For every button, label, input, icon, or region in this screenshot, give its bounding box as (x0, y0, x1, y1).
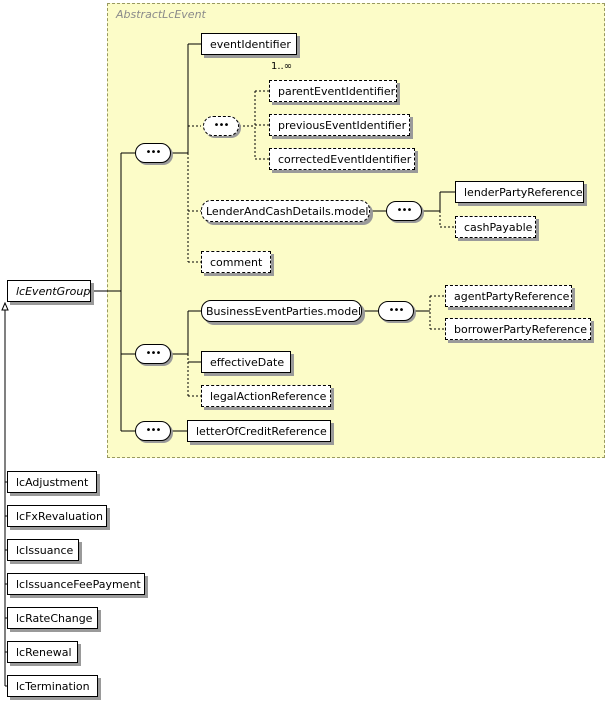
comment-node[interactable]: comment (201, 251, 271, 273)
effective-date-label: effectiveDate (210, 355, 285, 369)
subtype-label: lcAdjustment (16, 475, 89, 489)
subtype-label: lcRateChange (16, 611, 93, 625)
sequence-2-icon: ••• (145, 348, 161, 359)
sequence-compositor-3[interactable]: ••• (135, 421, 171, 441)
subtype-label: lcIssuanceFeePayment (16, 577, 141, 591)
business-event-parties-model-label: BusinessEventParties.model (206, 304, 362, 318)
subtype-lc-termination[interactable]: lcTermination (7, 675, 98, 697)
subtype-lc-fx-revaluation[interactable]: lcFxRevaluation (7, 505, 107, 527)
sequence-1-icon: ••• (145, 147, 161, 158)
sequence-parties-icon: ••• (388, 305, 404, 316)
subtype-lc-adjustment[interactable]: lcAdjustment (7, 471, 97, 493)
subtype-lc-issuance-fee-payment[interactable]: lcIssuanceFeePayment (7, 573, 145, 595)
subtype-label: lcIssuance (16, 543, 74, 557)
agent-party-reference-node[interactable]: agentPartyReference (445, 285, 572, 307)
corrected-event-identifier-node[interactable]: correctedEventIdentifier (269, 148, 415, 170)
cash-payable-node[interactable]: cashPayable (455, 216, 536, 238)
parent-event-identifier-label: parentEventIdentifier (278, 84, 396, 98)
previous-event-identifier-node[interactable]: previousEventIdentifier (269, 114, 410, 136)
subtype-lc-renewal[interactable]: lcRenewal (7, 641, 78, 663)
lc-event-group-node[interactable]: lcEventGroup (7, 280, 91, 302)
subtype-label: lcTermination (16, 679, 90, 693)
sequence-compositor-1[interactable]: ••• (135, 143, 171, 163)
choice-icon: ••• (213, 120, 229, 131)
sequence-compositor-parties[interactable]: ••• (378, 301, 414, 321)
corrected-event-identifier-label: correctedEventIdentifier (278, 152, 412, 166)
comment-label: comment (210, 255, 263, 269)
event-identifier-cardinality: 1..∞ (271, 61, 293, 72)
borrower-party-reference-node[interactable]: borrowerPartyReference (445, 318, 591, 340)
borrower-party-reference-label: borrowerPartyReference (454, 322, 587, 336)
event-identifier-node[interactable]: eventIdentifier (201, 33, 297, 55)
lc-event-group-label: lcEventGroup (16, 284, 91, 298)
subtype-label: lcFxRevaluation (16, 509, 103, 523)
generalization-arrow (1, 301, 9, 311)
legal-action-reference-node[interactable]: legalActionReference (201, 385, 331, 407)
lender-party-reference-label: lenderPartyReference (464, 185, 583, 199)
sequence-lender-icon: ••• (396, 205, 412, 216)
subtype-lc-issuance[interactable]: lcIssuance (7, 539, 79, 561)
choice-compositor-event-identifiers[interactable]: ••• (203, 116, 239, 136)
effective-date-node[interactable]: effectiveDate (201, 351, 291, 373)
subtype-label: lcRenewal (16, 645, 72, 659)
sequence-compositor-lender[interactable]: ••• (386, 201, 422, 221)
event-identifier-label: eventIdentifier (210, 37, 291, 51)
business-event-parties-model-node[interactable]: BusinessEventParties.model (201, 300, 362, 322)
abstract-type-title: AbstractLcEvent (116, 8, 206, 21)
cash-payable-label: cashPayable (464, 220, 533, 234)
subtype-lc-rate-change[interactable]: lcRateChange (7, 607, 98, 629)
parent-event-identifier-node[interactable]: parentEventIdentifier (269, 80, 397, 102)
lender-and-cash-details-model-node[interactable]: LenderAndCashDetails.model (201, 200, 370, 222)
agent-party-reference-label: agentPartyReference (454, 289, 570, 303)
legal-action-reference-label: legalActionReference (210, 389, 327, 403)
previous-event-identifier-label: previousEventIdentifier (278, 118, 407, 132)
letter-of-credit-reference-label: letterOfCreditReference (196, 424, 327, 438)
letter-of-credit-reference-node[interactable]: letterOfCreditReference (187, 420, 331, 442)
lender-and-cash-details-model-label: LenderAndCashDetails.model (206, 204, 369, 218)
sequence-compositor-2[interactable]: ••• (135, 344, 171, 364)
sequence-3-icon: ••• (145, 425, 161, 436)
lender-party-reference-node[interactable]: lenderPartyReference (455, 181, 584, 203)
